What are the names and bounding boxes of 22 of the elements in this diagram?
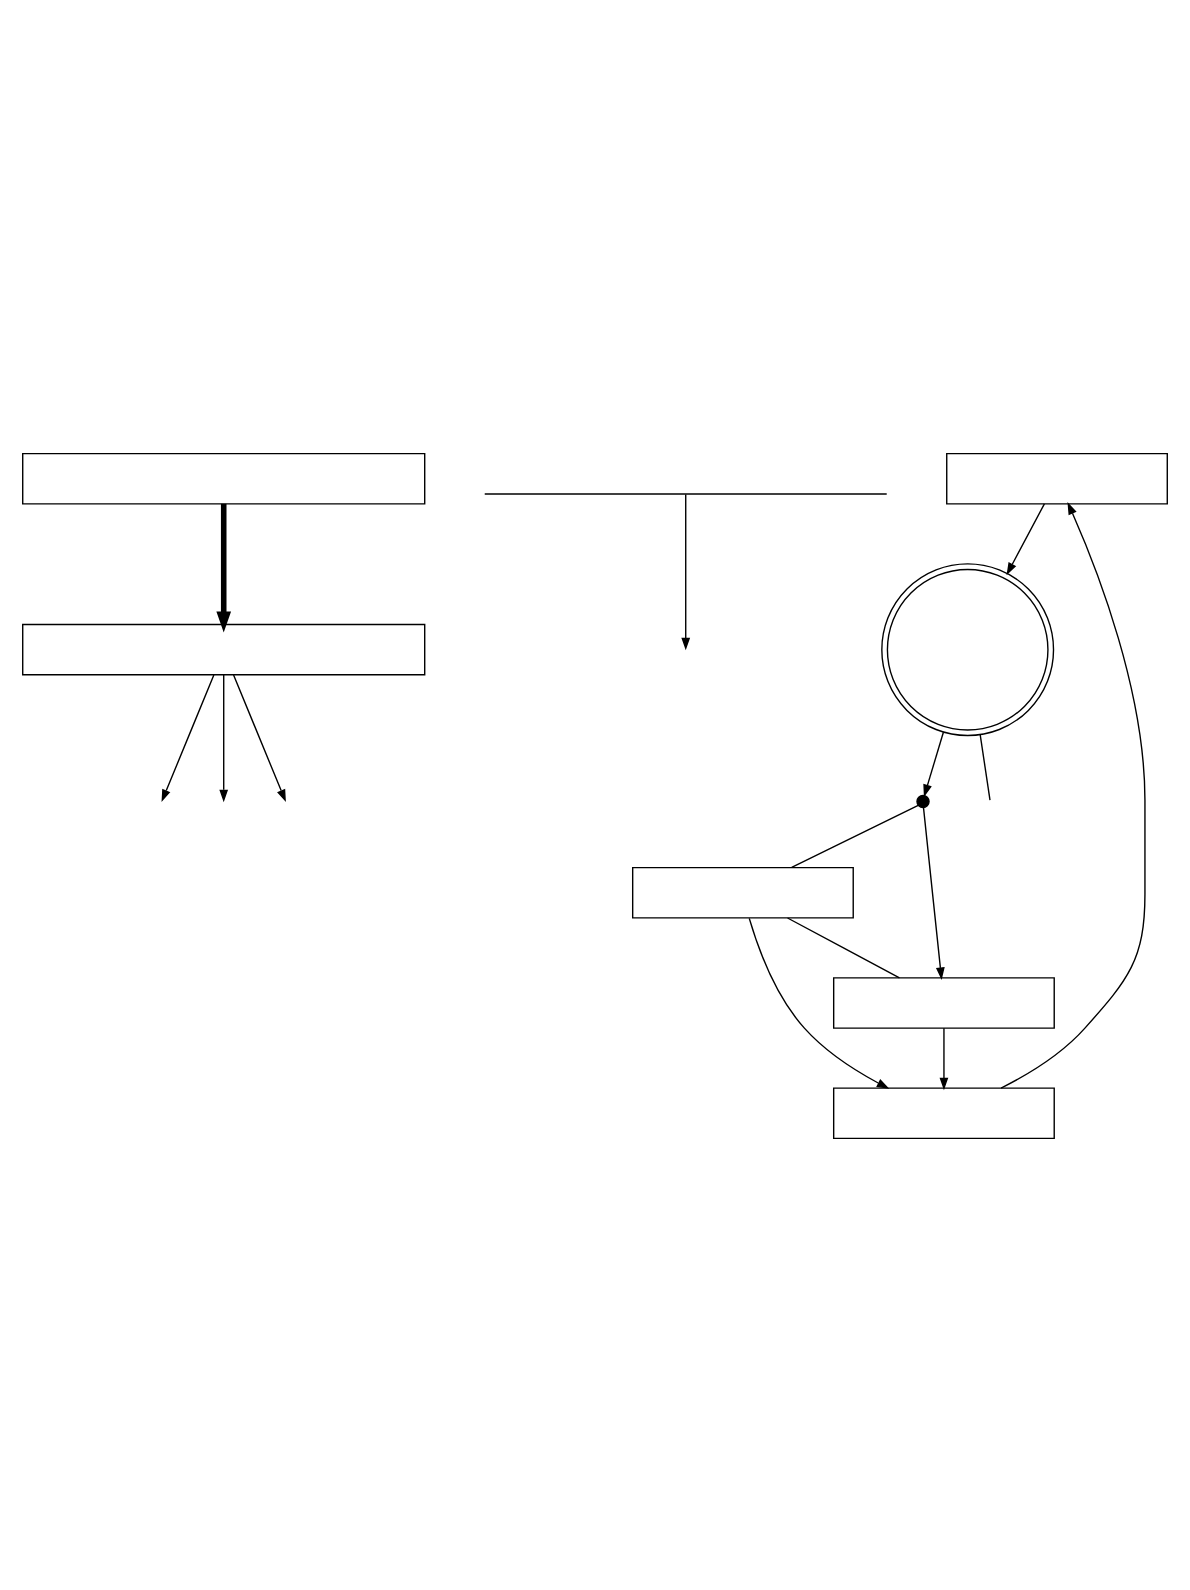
node-box [22,451,426,504]
arrow [681,492,691,650]
arrow [219,673,229,802]
arrow [232,673,286,802]
node-box [22,622,426,675]
node-box [832,1086,1055,1139]
arrow [922,806,945,979]
node-box [832,976,1055,1028]
node-box [946,451,1168,504]
arrow [1000,501,1146,1088]
arrow [748,916,890,1088]
arrow [161,673,215,802]
node-brace [484,492,888,494]
connector [979,733,991,800]
connector [786,916,901,978]
arrow [923,730,945,797]
node-dot [916,793,930,808]
arrow [1006,502,1046,575]
arrow [216,502,232,632]
arrow [939,1026,949,1090]
connector [791,803,919,868]
node-box [632,865,854,918]
